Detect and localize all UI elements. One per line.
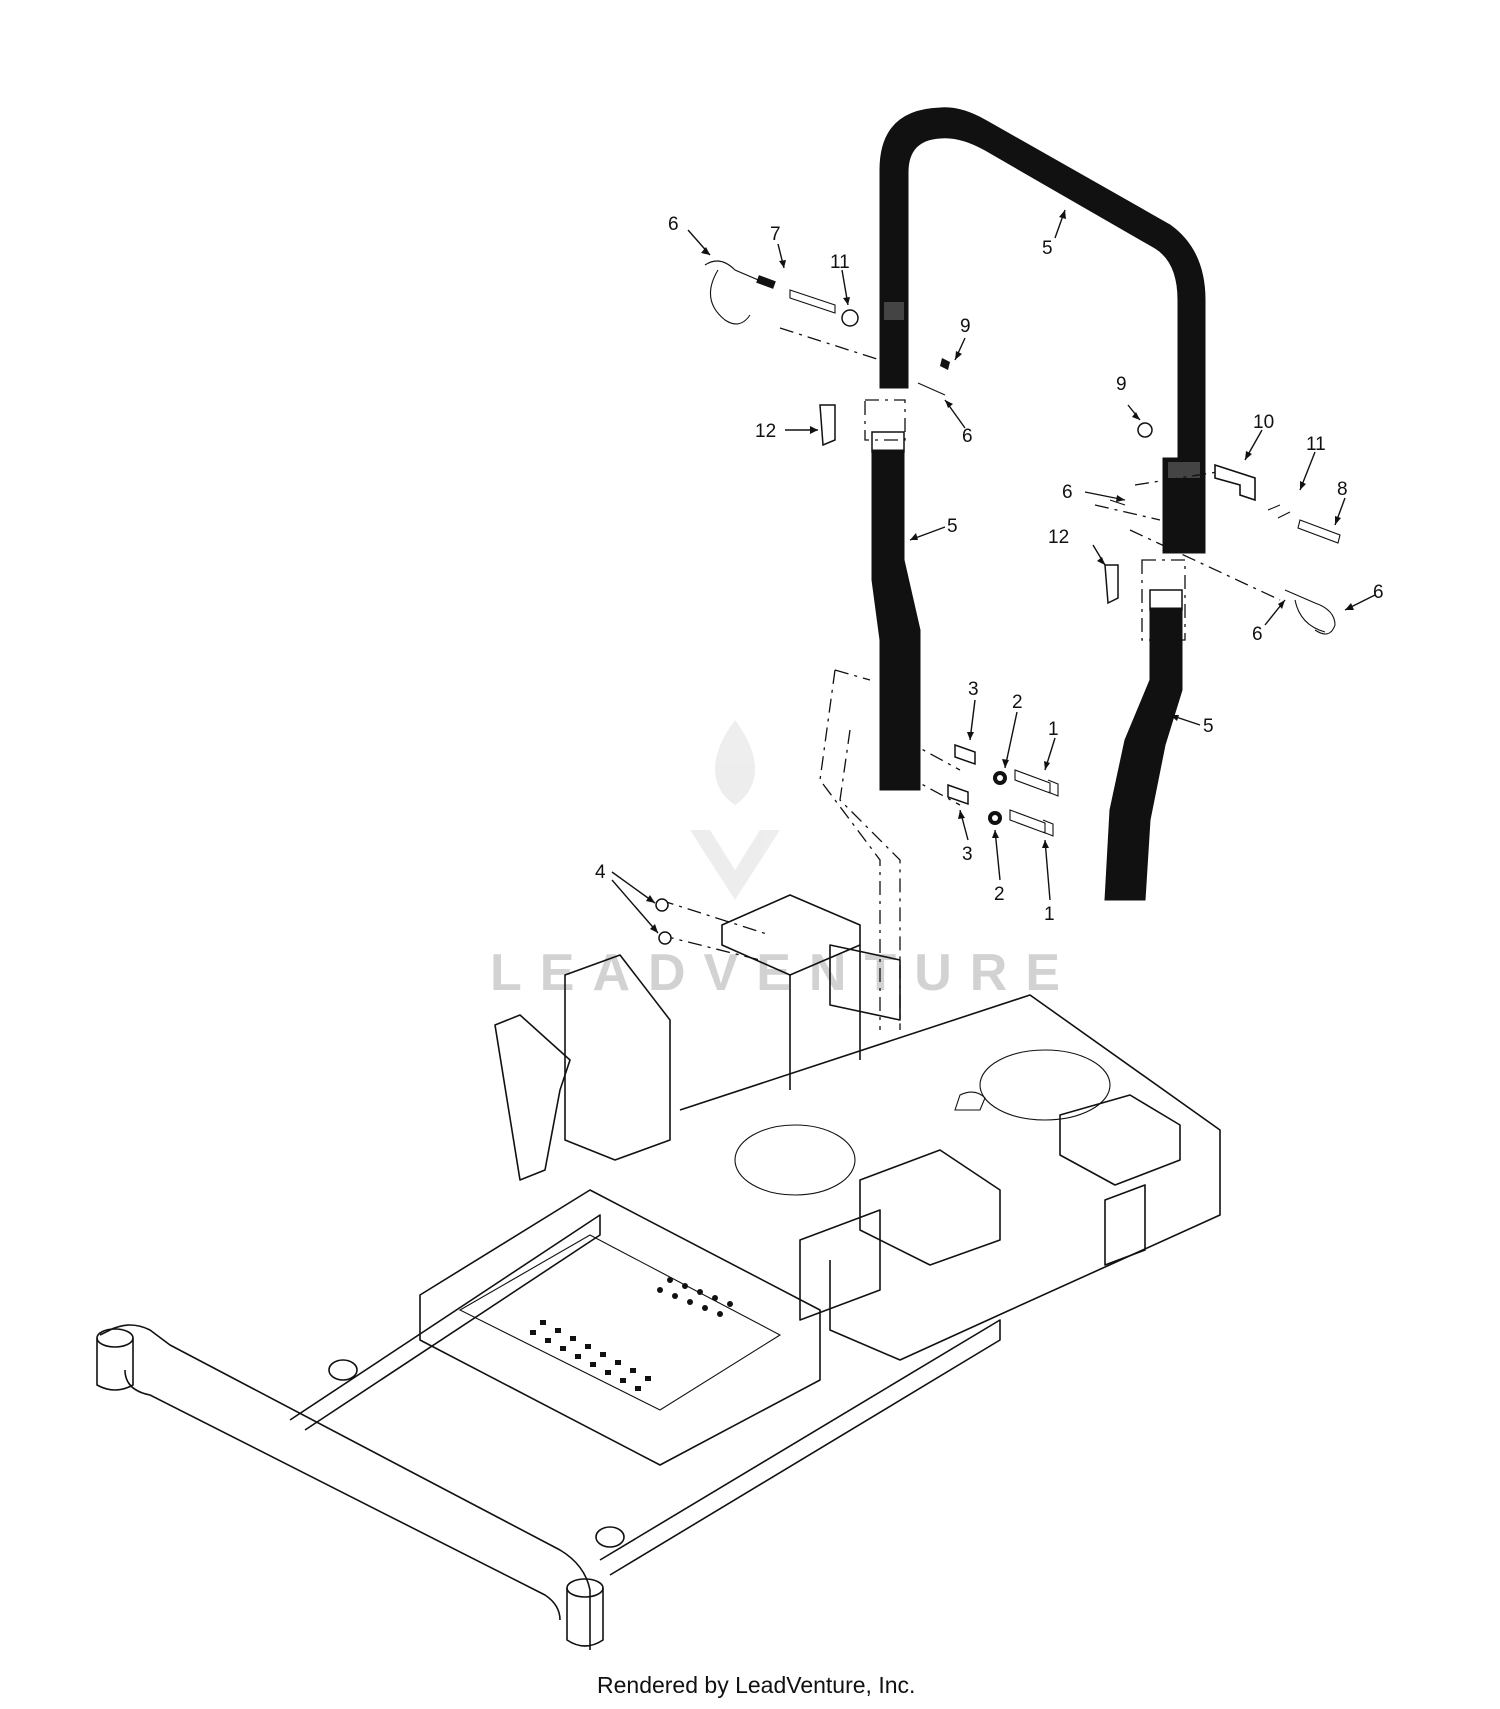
callout-8: 8	[1337, 479, 1348, 500]
callout-11: 11	[830, 252, 850, 273]
callout-6: 6	[668, 214, 679, 235]
callout-12: 12	[755, 421, 776, 442]
rollbar-left-lower	[871, 431, 921, 791]
callout-4: 4	[595, 862, 606, 883]
callout-12: 12	[1048, 527, 1069, 548]
watermark-text: LEADVENTURE	[490, 944, 1078, 1002]
callout-labels: 6 7 11 5 9 6 12 5 9 10 11 8 6 12 6 6 5 3…	[595, 214, 1384, 925]
callout-2: 2	[994, 884, 1005, 905]
callout-5: 5	[947, 516, 958, 537]
callout-9: 9	[960, 316, 971, 337]
callout-10: 10	[1253, 412, 1274, 433]
callout-5: 5	[1042, 238, 1053, 259]
callout-11: 11	[1306, 434, 1326, 455]
assembly-guides	[659, 327, 1281, 1030]
hardware	[655, 260, 1341, 945]
callout-3: 3	[968, 679, 979, 700]
rollbar-upper	[879, 107, 1206, 554]
callout-1: 1	[1048, 719, 1059, 740]
callout-6: 6	[1252, 624, 1263, 645]
callout-6: 6	[962, 426, 973, 447]
mower-chassis	[96, 894, 1221, 1650]
callout-3: 3	[962, 844, 973, 865]
rollbar-right-lower	[1104, 589, 1183, 901]
callout-5: 5	[1203, 716, 1214, 737]
callout-6: 6	[1062, 482, 1073, 503]
callout-6: 6	[1373, 582, 1384, 603]
footer-credit: Rendered by LeadVenture, Inc.	[597, 1672, 915, 1698]
callout-1: 1	[1044, 904, 1055, 925]
callout-7: 7	[770, 224, 781, 245]
callout-leaders	[611, 209, 1376, 934]
callout-9: 9	[1116, 374, 1127, 395]
watermark-logo	[690, 720, 780, 900]
callout-2: 2	[1012, 692, 1023, 713]
